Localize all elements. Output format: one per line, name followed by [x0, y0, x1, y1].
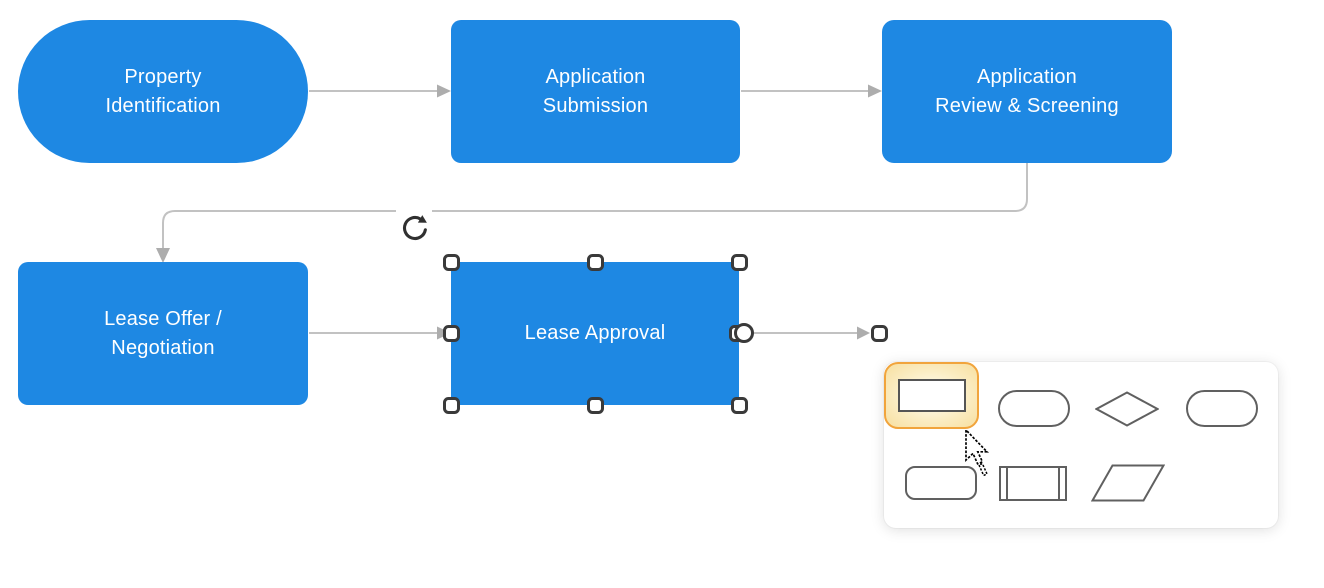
node-lease-offer-negotiation[interactable]: Lease Offer / Negotiation: [18, 262, 308, 405]
connector-approval-to-new-shape[interactable]: [751, 326, 870, 340]
shape-picker-popup: [884, 362, 1278, 528]
resize-handle-w[interactable]: [442, 324, 460, 342]
shape-option-terminator[interactable]: [990, 378, 1078, 440]
connector-endpoint-handle[interactable]: [870, 324, 888, 342]
resize-handle-n[interactable]: [586, 253, 604, 271]
resize-handle-ne[interactable]: [730, 253, 748, 271]
node-label: Property Identification: [105, 65, 221, 117]
connector-review-to-offer[interactable]: [156, 163, 1028, 263]
connector-submission-to-review[interactable]: [741, 84, 882, 98]
rotate-arrow-icon: [402, 215, 427, 240]
connector-property-to-submission[interactable]: [309, 84, 451, 98]
rounded-rectangle-shape-icon: [905, 466, 977, 500]
diamond-shape-icon: [1095, 390, 1159, 427]
resize-handle-sw[interactable]: [442, 396, 460, 414]
resize-handle-s[interactable]: [586, 396, 604, 414]
terminator-shape-icon: [1186, 390, 1258, 427]
node-label: Application Submission: [542, 65, 649, 117]
node-property-identification[interactable]: Property Identification: [18, 20, 308, 163]
rotate-handle[interactable]: [401, 212, 431, 242]
node-label: Application Review & Screening: [935, 65, 1119, 117]
node-application-review-screening[interactable]: Application Review & Screening: [882, 20, 1172, 163]
shape-option-decision[interactable]: [1083, 378, 1171, 440]
node-label: Lease Offer / Negotiation: [104, 307, 222, 359]
resize-handle-nw[interactable]: [442, 253, 460, 271]
connector-offer-to-approval[interactable]: [309, 326, 451, 340]
resize-handle-se[interactable]: [730, 396, 748, 414]
terminator-shape-icon: [998, 390, 1070, 427]
node-application-submission[interactable]: Application Submission: [451, 20, 740, 163]
node-lease-approval-selected[interactable]: Lease Approval: [451, 262, 739, 405]
shape-option-terminator-2[interactable]: [1178, 378, 1266, 440]
predefined-process-shape-icon: [999, 465, 1067, 501]
node-label: Lease Approval: [524, 322, 666, 344]
shape-option-predefined-process[interactable]: [989, 452, 1077, 514]
shape-option-parallelogram[interactable]: [1084, 452, 1172, 514]
parallelogram-shape-icon: [1091, 464, 1165, 502]
rectangle-shape-icon: [897, 379, 966, 412]
connection-point-handle-e[interactable]: [734, 323, 754, 343]
shape-option-rounded-rectangle[interactable]: [897, 452, 985, 514]
shape-option-rectangle[interactable]: [884, 362, 979, 429]
mouse-cursor-icon: [965, 428, 989, 477]
